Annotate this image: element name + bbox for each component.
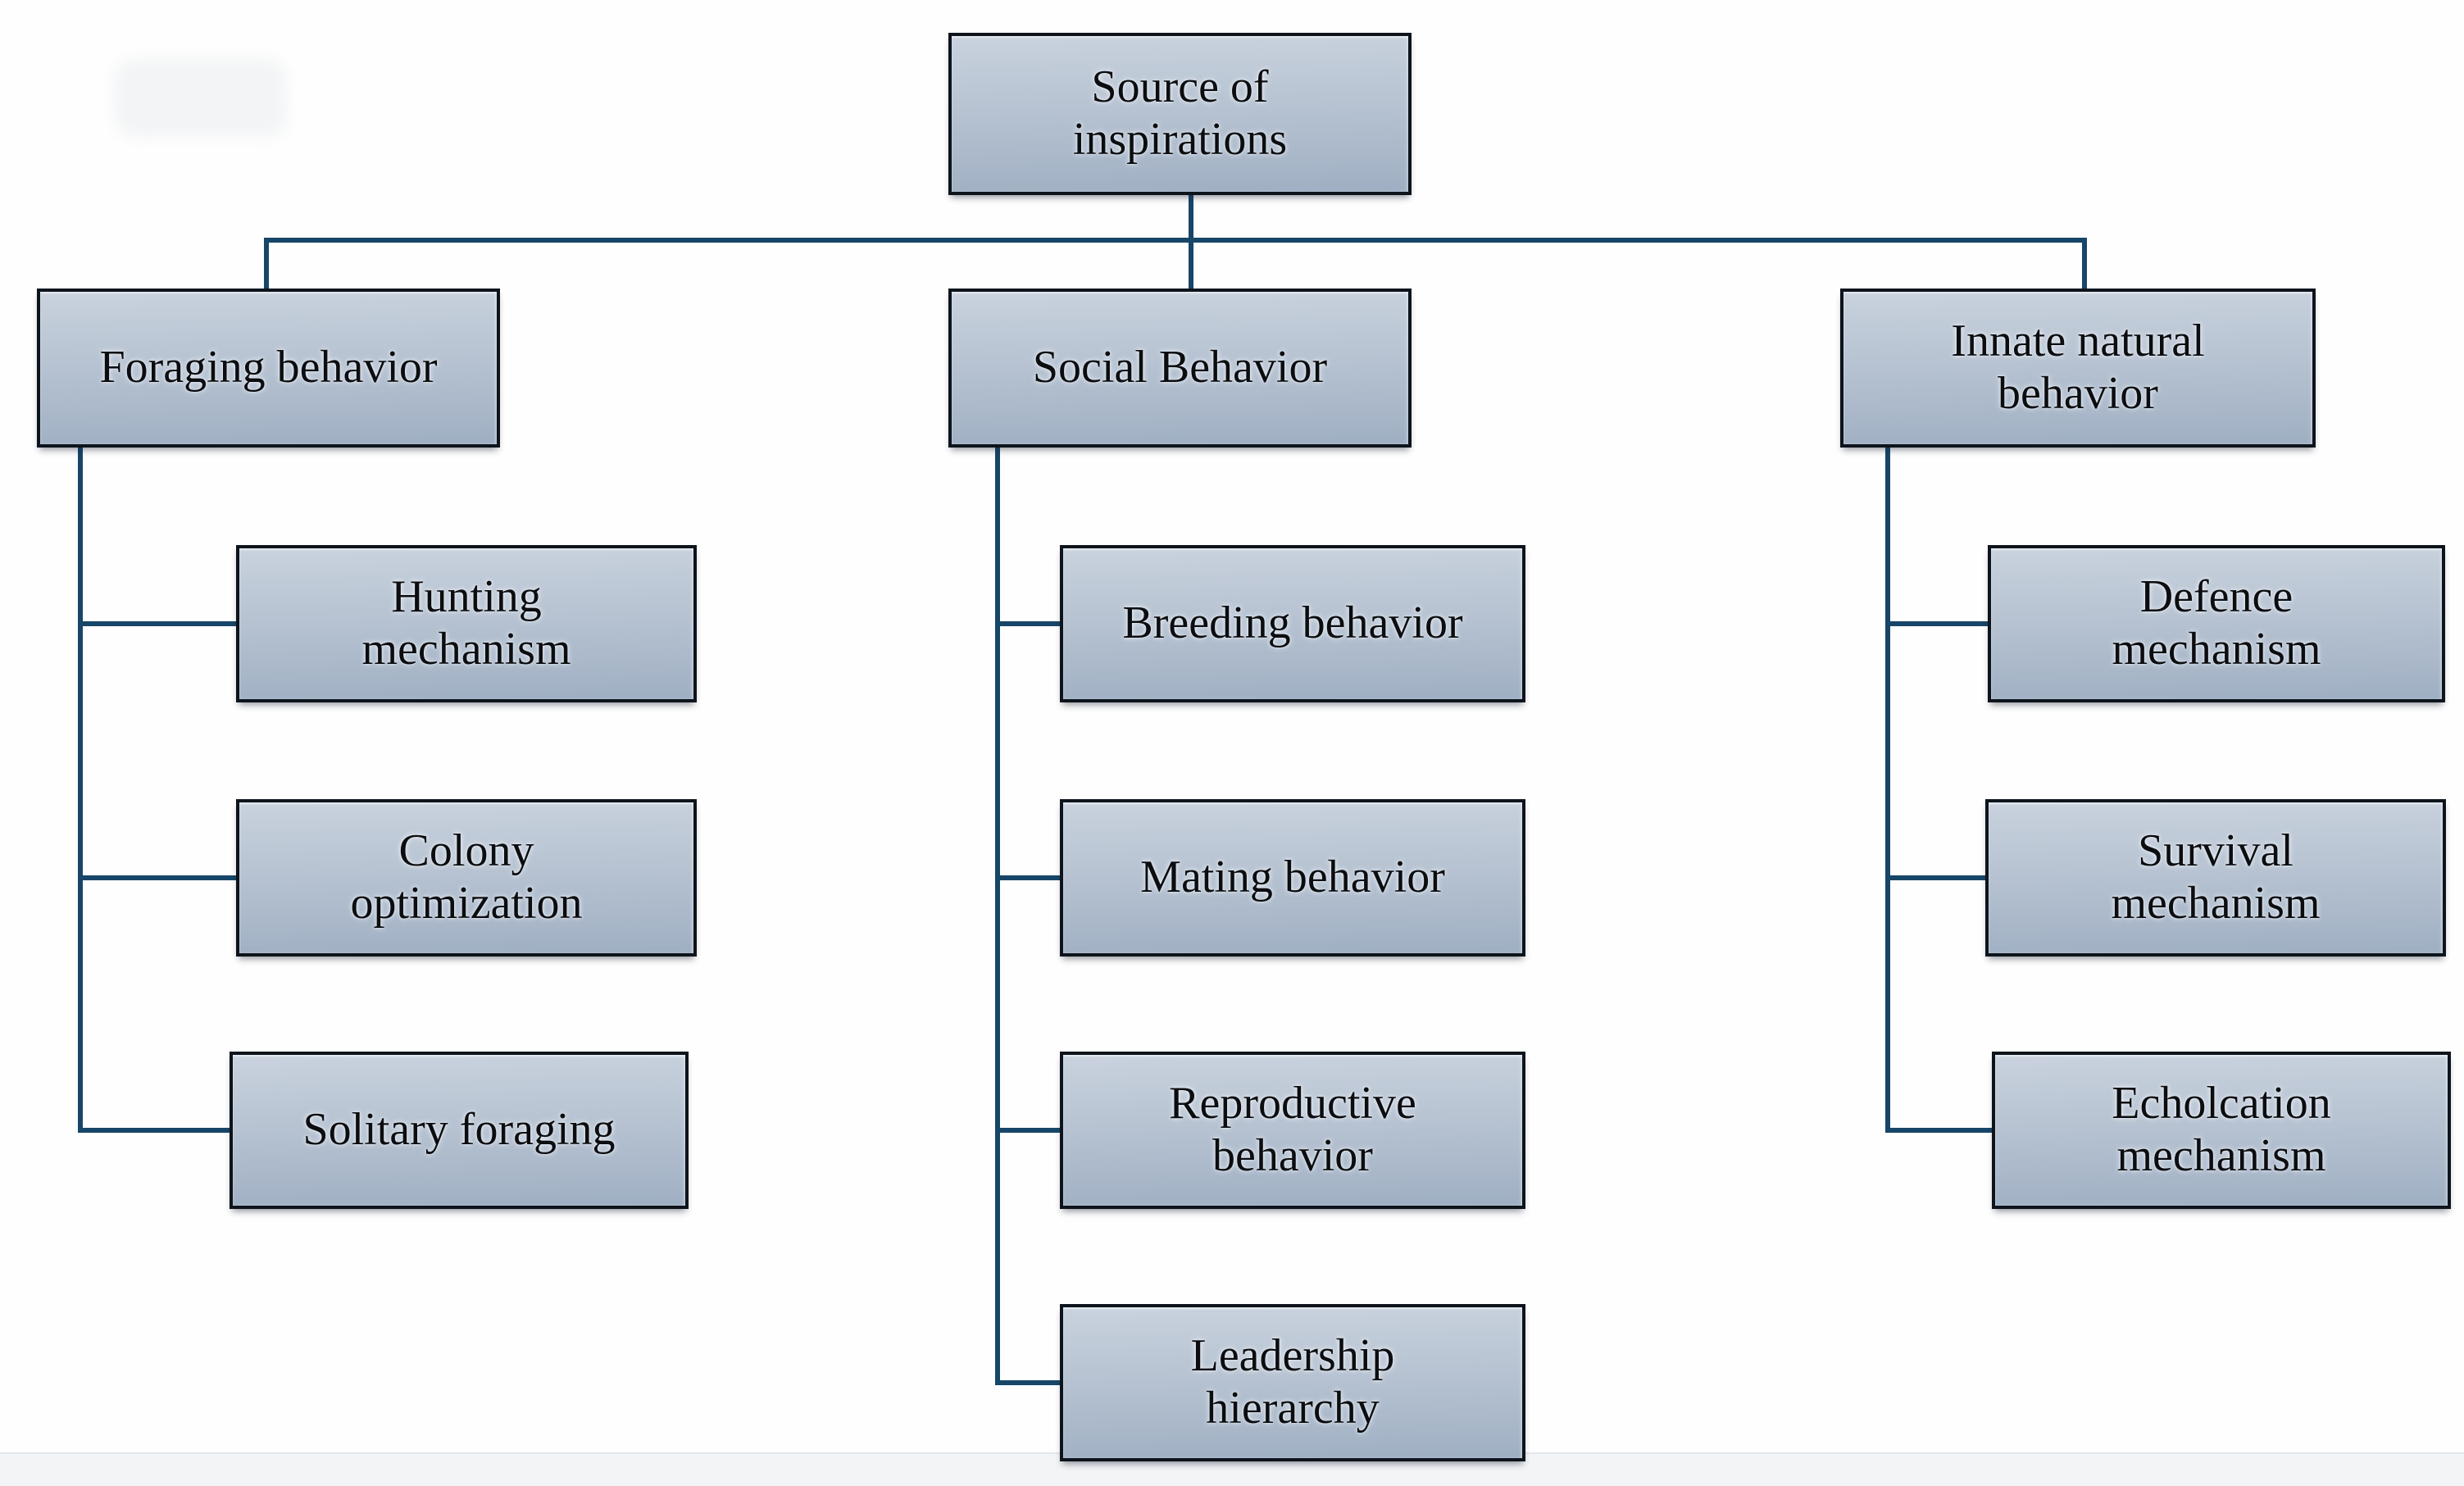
node-mating-behavior: Mating behavior — [1060, 799, 1525, 957]
node-label: Reproductive behavior — [1169, 1078, 1416, 1181]
node-label: Solitary foraging — [302, 1104, 616, 1156]
node-label: Foraging behavior — [99, 342, 438, 393]
node-solitary-foraging: Solitary foraging — [230, 1052, 689, 1209]
connector-right-stub-1 — [1885, 621, 1993, 626]
node-label: Breeding behavior — [1122, 598, 1463, 649]
node-label: Social Behavior — [1032, 342, 1328, 393]
node-echolcation-mechanism: Echolcation mechanism — [1992, 1052, 2451, 1209]
connector-root-stub — [1189, 195, 1193, 243]
node-breeding-behavior: Breeding behavior — [1060, 545, 1525, 702]
node-foraging-behavior: Foraging behavior — [37, 289, 500, 448]
connector-left-drop — [78, 444, 83, 1133]
connector-left-stub-3 — [78, 1128, 233, 1133]
connector-middle-stub — [1189, 238, 1193, 293]
node-source-of-inspirations: Source of inspirations — [948, 33, 1412, 195]
connector-right-elbow-stub — [2082, 238, 2087, 293]
node-label: Survival mechanism — [2111, 825, 2321, 929]
connector-right-stub-3 — [1885, 1128, 1993, 1133]
connector-top-horizontal — [264, 238, 2087, 243]
connector-middle-drop — [995, 444, 1000, 1385]
connector-middle-stub-1 — [995, 621, 1065, 626]
connector-left-stub-2 — [78, 875, 236, 880]
node-label: Echolcation mechanism — [2112, 1078, 2331, 1181]
node-innate-natural-behavior: Innate natural behavior — [1840, 289, 2316, 448]
connector-right-stub-2 — [1885, 875, 1993, 880]
connector-middle-stub-3 — [995, 1128, 1065, 1133]
connector-middle-stub-2 — [995, 875, 1065, 880]
node-label: Hunting mechanism — [361, 571, 571, 675]
node-label: Source of inspirations — [1072, 61, 1288, 165]
node-label: Colony optimization — [350, 825, 583, 929]
connector-left-stub-1 — [78, 621, 236, 626]
connector-left-elbow-stub — [264, 238, 269, 293]
node-defence-mechanism: Defence mechanism — [1988, 545, 2445, 702]
node-label: Innate natural behavior — [1951, 316, 2205, 419]
connector-middle-stub-4 — [995, 1380, 1065, 1385]
node-label: Mating behavior — [1140, 852, 1445, 903]
node-label: Defence mechanism — [2112, 571, 2321, 675]
node-leadership-hierarchy: Leadership hierarchy — [1060, 1304, 1525, 1461]
node-label: Leadership hierarchy — [1190, 1330, 1395, 1434]
node-social-behavior: Social Behavior — [948, 289, 1412, 448]
node-reproductive-behavior: Reproductive behavior — [1060, 1052, 1525, 1209]
scan-smudge-artifact — [115, 59, 287, 137]
node-colony-optimization: Colony optimization — [236, 799, 697, 957]
node-hunting-mechanism: Hunting mechanism — [236, 545, 697, 702]
connector-right-drop — [1885, 444, 1890, 1133]
node-survival-mechanism: Survival mechanism — [1985, 799, 2446, 957]
